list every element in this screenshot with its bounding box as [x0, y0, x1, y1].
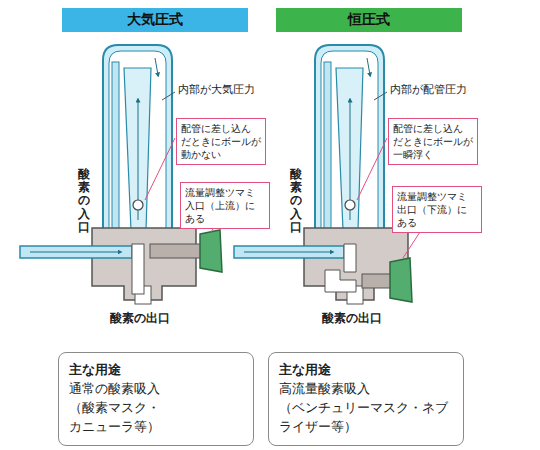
node-text: 主な用途: [69, 361, 243, 380]
node-text: 流量調整ツマミ 出口（下流）に ある: [397, 190, 477, 229]
node-text: 恒圧式: [348, 11, 390, 29]
node-text: 流量調整ツマミ 入口（上流）に ある: [185, 186, 265, 225]
node-text: 高流量酸素吸入 （ベンチュリーマスク・ネブ ライザー等）: [279, 380, 453, 437]
usage-box: 主な用途高流量酸素吸入 （ベンチュリーマスク・ネブ ライザー等）: [268, 352, 464, 446]
inlet-label: 酸素の入口: [290, 168, 302, 234]
usage-box: 主な用途通常の酸素吸入 （酸素マスク・カニューラ等）: [58, 352, 254, 446]
inlet-label: 酸素の入口: [78, 168, 90, 234]
node-text: 配管に差し込ん だときにボールが 一瞬浮く: [393, 122, 473, 161]
callout-box: 流量調整ツマミ 入口（上流）に ある: [180, 182, 270, 229]
node-text: 主な用途: [279, 361, 453, 380]
pressure-label: 内部が配管圧力: [390, 82, 467, 97]
callout-box: 配管に差し込ん だときにボールが 一瞬浮く: [388, 118, 478, 165]
callout-box: 流量調整ツマミ 出口（下流）に ある: [392, 186, 482, 233]
node-text: 配管に差し込ん だときにボールが 動かない: [181, 122, 261, 161]
outlet-label: 酸素の出口: [322, 310, 382, 327]
outlet-label: 酸素の出口: [110, 310, 170, 327]
node-text: 大気圧式: [127, 11, 183, 29]
callout-box: 配管に差し込ん だときにボールが 動かない: [176, 118, 266, 165]
pressure-label: 内部が大気圧力: [178, 82, 255, 97]
header-band: 大気圧式: [62, 8, 248, 32]
node-text: 通常の酸素吸入 （酸素マスク・カニューラ等）: [69, 380, 243, 437]
header-band: 恒圧式: [276, 8, 462, 32]
